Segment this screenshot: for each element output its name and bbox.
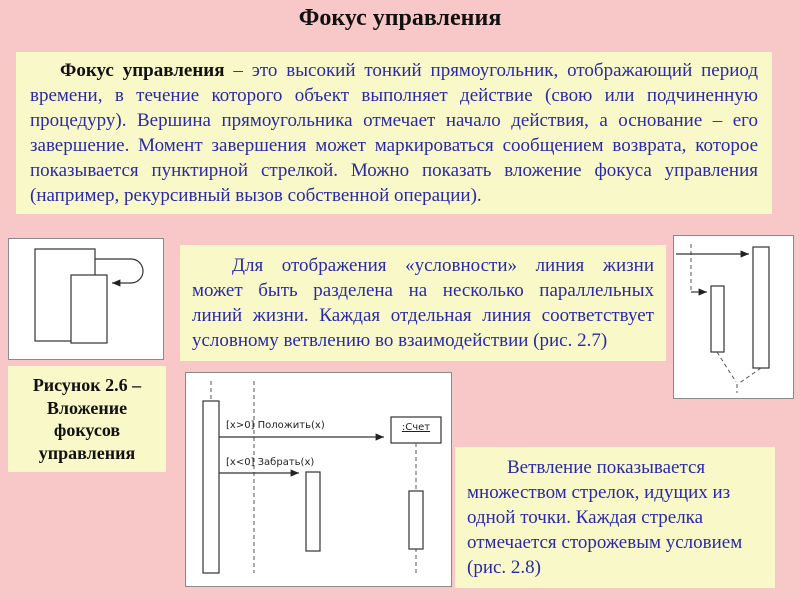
intro-panel: Фокус управления – это высокий тонкий пр…: [16, 52, 772, 215]
branching-note: Ветвление показывается множеством стрело…: [455, 447, 775, 589]
activation-rect: [305, 471, 321, 552]
figure-2-8-branching-diagram: [x>0] Положить(x) [x<0] Забрать(x) :Счет: [185, 372, 452, 587]
figure-2-6-caption: Рисунок 2.6 – Вложение фокусов управлени…: [8, 366, 166, 472]
object-box: [390, 416, 442, 444]
recursion-arrow-icon: [95, 258, 144, 287]
caller-activation-rect: [202, 400, 220, 574]
activation-rect: [710, 285, 725, 353]
figure-2-6-nested-focus-diagram: [8, 238, 164, 360]
figure-2-7-split-lifeline-diagram: [673, 235, 794, 399]
page-title: Фокус управления: [298, 5, 502, 31]
lifeline-merge-dash: [716, 351, 737, 383]
activation-rect: [408, 490, 424, 550]
guard-message-negative: [x<0] Забрать(x): [226, 457, 315, 468]
activation-rect: [752, 246, 770, 369]
object-name-label: :Счет: [401, 422, 431, 433]
intro-lead-text: Фокус управления: [60, 60, 225, 81]
split-lifeline-drawing: [676, 244, 770, 393]
intro-body-text: – это высокий тонкий прямоугольник, отоб…: [30, 60, 758, 207]
nested-focus-rect: [70, 274, 108, 344]
lifeline-merge-dash: [737, 367, 762, 385]
lifeline-split-note: Для отображения «условности» линия жизни…: [180, 245, 666, 362]
branching-sequence-drawing: [202, 381, 442, 576]
nested-focus-drawing: [34, 248, 144, 344]
guard-message-positive: [x>0] Положить(x): [226, 420, 325, 431]
